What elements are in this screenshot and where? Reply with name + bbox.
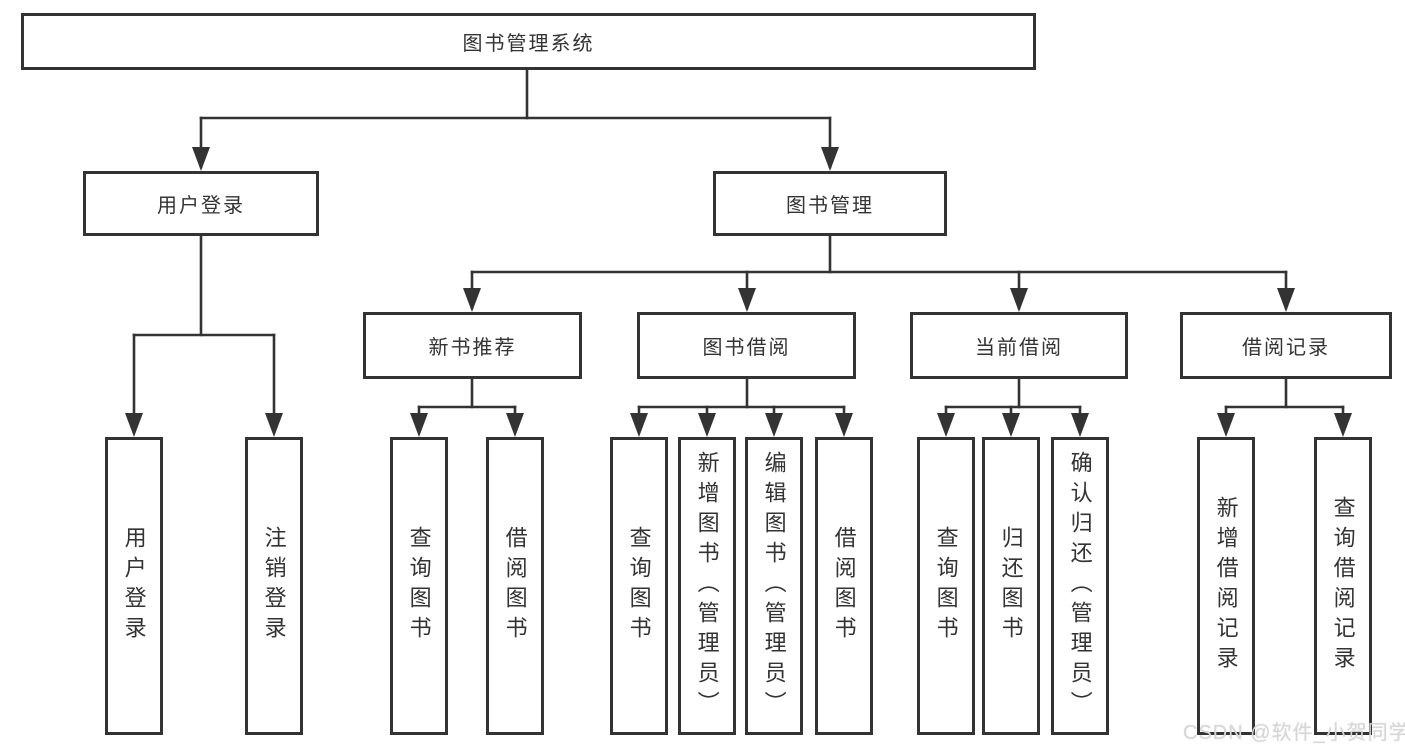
leaf-query-books-borrow: 查询图书: [610, 437, 668, 735]
node-user-login: 用户登录: [83, 171, 319, 236]
node-label: 用户登录: [157, 195, 245, 217]
node-label: 查询图书: [626, 526, 652, 646]
leaf-add-books-admin: 新增图书（管理员）: [678, 437, 736, 735]
arrowheads: [125, 147, 1352, 437]
leaf-edit-books-admin: 编辑图书（管理员）: [745, 437, 803, 735]
csdn-watermark: CSDN @软件_小贺同学: [1183, 722, 1405, 744]
node-label: 归还图书: [998, 526, 1024, 646]
leaf-return-books: 归还图书: [982, 437, 1040, 735]
leaf-logout: 注销登录: [245, 437, 303, 735]
leaf-confirm-return-admin: 确认归还（管理员）: [1051, 437, 1109, 735]
node-label: 新增图书（管理员）: [694, 451, 720, 721]
node-label: 图书管理系统: [462, 33, 595, 55]
node-library-management-system: 图书管理系统: [21, 13, 1036, 70]
node-label: 查询借阅记录: [1330, 496, 1356, 676]
node-label: 查询图书: [933, 526, 959, 646]
node-label: 图书借阅: [702, 337, 791, 359]
node-label: 当前借阅: [975, 337, 1063, 359]
node-label: 新增借阅记录: [1213, 496, 1239, 676]
leaf-borrow-books: 借阅图书: [815, 437, 873, 735]
node-book-management: 图书管理: [713, 171, 947, 236]
node-label: 新书推荐: [428, 337, 517, 359]
node-label: 确认归还（管理员）: [1067, 451, 1093, 721]
node-label: 用户登录: [121, 526, 147, 646]
node-label: 编辑图书（管理员）: [761, 451, 787, 721]
node-label: 借阅记录: [1242, 337, 1330, 359]
leaf-query-borrow-record: 查询借阅记录: [1314, 437, 1372, 735]
leaf-borrow-books-recommend: 借阅图书: [486, 437, 544, 735]
node-label: 图书管理: [786, 195, 874, 217]
node-label: 借阅图书: [831, 526, 857, 646]
node-label: 注销登录: [261, 526, 287, 646]
node-borrowing-records: 借阅记录: [1180, 312, 1392, 379]
node-new-book-recommendation: 新书推荐: [363, 312, 582, 379]
leaf-query-books-recommend: 查询图书: [390, 437, 448, 735]
node-label: 借阅图书: [502, 526, 528, 646]
node-current-borrowing: 当前借阅: [910, 312, 1128, 379]
leaf-add-borrow-record: 新增借阅记录: [1197, 437, 1255, 735]
leaf-query-books-current: 查询图书: [917, 437, 975, 735]
leaf-user-login: 用户登录: [105, 437, 163, 735]
node-book-borrowing: 图书借阅: [637, 312, 856, 379]
node-label: 查询图书: [406, 526, 432, 646]
